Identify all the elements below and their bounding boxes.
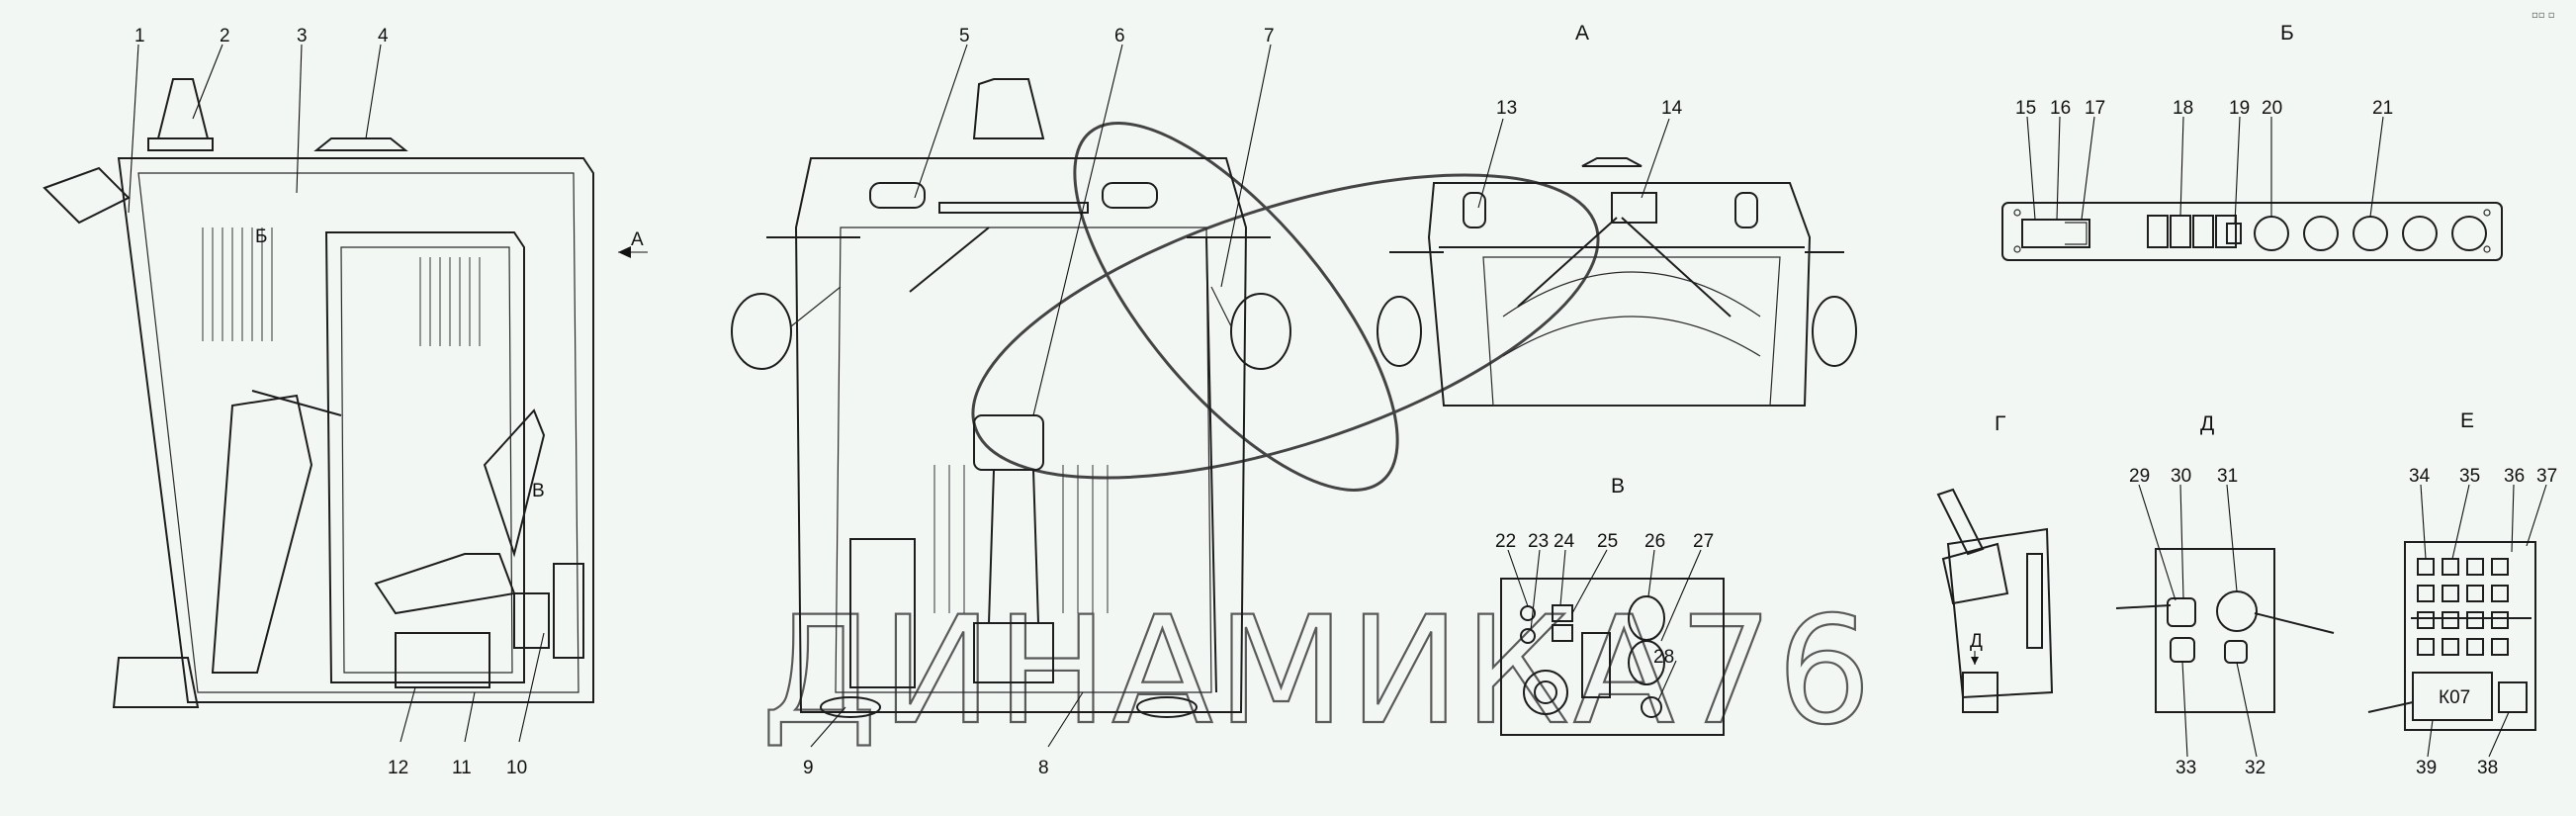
- view-e-fusebox: К07: [2367, 484, 2547, 758]
- part-34: 34: [2409, 466, 2431, 487]
- part-5: 5: [959, 26, 970, 46]
- part-22: 22: [1495, 531, 1516, 552]
- cabin-side-view: А Б В: [43, 44, 648, 743]
- view-v-panel: [1500, 549, 1725, 736]
- part-2: 2: [220, 26, 230, 46]
- part-29: 29: [2129, 466, 2150, 487]
- view-e-title: Е: [2460, 409, 2474, 432]
- part-18: 18: [2173, 98, 2193, 119]
- ko-mark: К07: [2439, 687, 2470, 708]
- part-16: 16: [2050, 98, 2071, 119]
- view-a-title: А: [1575, 22, 1589, 45]
- view-v-mark: В: [532, 481, 545, 501]
- part-27: 27: [1693, 531, 1714, 552]
- part-39: 39: [2416, 758, 2437, 778]
- part-6: 6: [1114, 26, 1125, 46]
- view-d-title: Д: [2200, 412, 2214, 435]
- part-33: 33: [2176, 758, 2196, 778]
- cabin-front-view: [731, 44, 1291, 748]
- part-26: 26: [1644, 531, 1665, 552]
- part-37: 37: [2536, 466, 2557, 487]
- part-23: 23: [1528, 531, 1549, 552]
- part-12: 12: [388, 758, 408, 778]
- view-g-joystick: Д: [1936, 488, 2054, 713]
- view-a-arrow-label: А: [631, 229, 644, 250]
- view-g-title: Г: [1995, 412, 2005, 435]
- view-b-mark: Б: [255, 227, 267, 247]
- part-36: 36: [2504, 466, 2525, 487]
- view-d-plate: [2115, 484, 2335, 758]
- watermark: ДИНАМИКА76: [760, 122, 1875, 759]
- part-20: 20: [2262, 98, 2282, 119]
- part-24: 24: [1554, 531, 1575, 552]
- part-31: 31: [2217, 466, 2238, 487]
- part-9: 9: [803, 758, 814, 778]
- part-19: 19: [2229, 98, 2250, 119]
- part-15: 15: [2015, 98, 2036, 119]
- view-b-panel: [2001, 116, 2503, 261]
- part-35: 35: [2459, 466, 2480, 487]
- part-25: 25: [1597, 531, 1618, 552]
- part-32: 32: [2245, 758, 2265, 778]
- part-1: 1: [134, 26, 145, 46]
- part-7: 7: [1264, 26, 1275, 46]
- part-38: 38: [2477, 758, 2498, 778]
- view-d-mark: Д: [1970, 631, 1983, 652]
- part-14: 14: [1661, 98, 1683, 119]
- part-30: 30: [2171, 466, 2191, 487]
- corner-mark: ▫▫ ▫: [2532, 10, 2555, 21]
- part-11: 11: [452, 758, 472, 778]
- watermark-text: ДИНАМИКА76: [761, 586, 1875, 758]
- part-21: 21: [2372, 98, 2393, 119]
- part-8: 8: [1038, 758, 1049, 778]
- part-28: 28: [1653, 647, 1674, 668]
- view-b-title: Б: [2280, 22, 2294, 45]
- part-3: 3: [297, 26, 308, 46]
- part-4: 4: [378, 26, 389, 46]
- part-13: 13: [1496, 98, 1517, 119]
- view-a-top: [1377, 118, 1857, 407]
- part-17: 17: [2085, 98, 2105, 119]
- view-v-title: В: [1611, 475, 1625, 498]
- part-10: 10: [506, 758, 527, 778]
